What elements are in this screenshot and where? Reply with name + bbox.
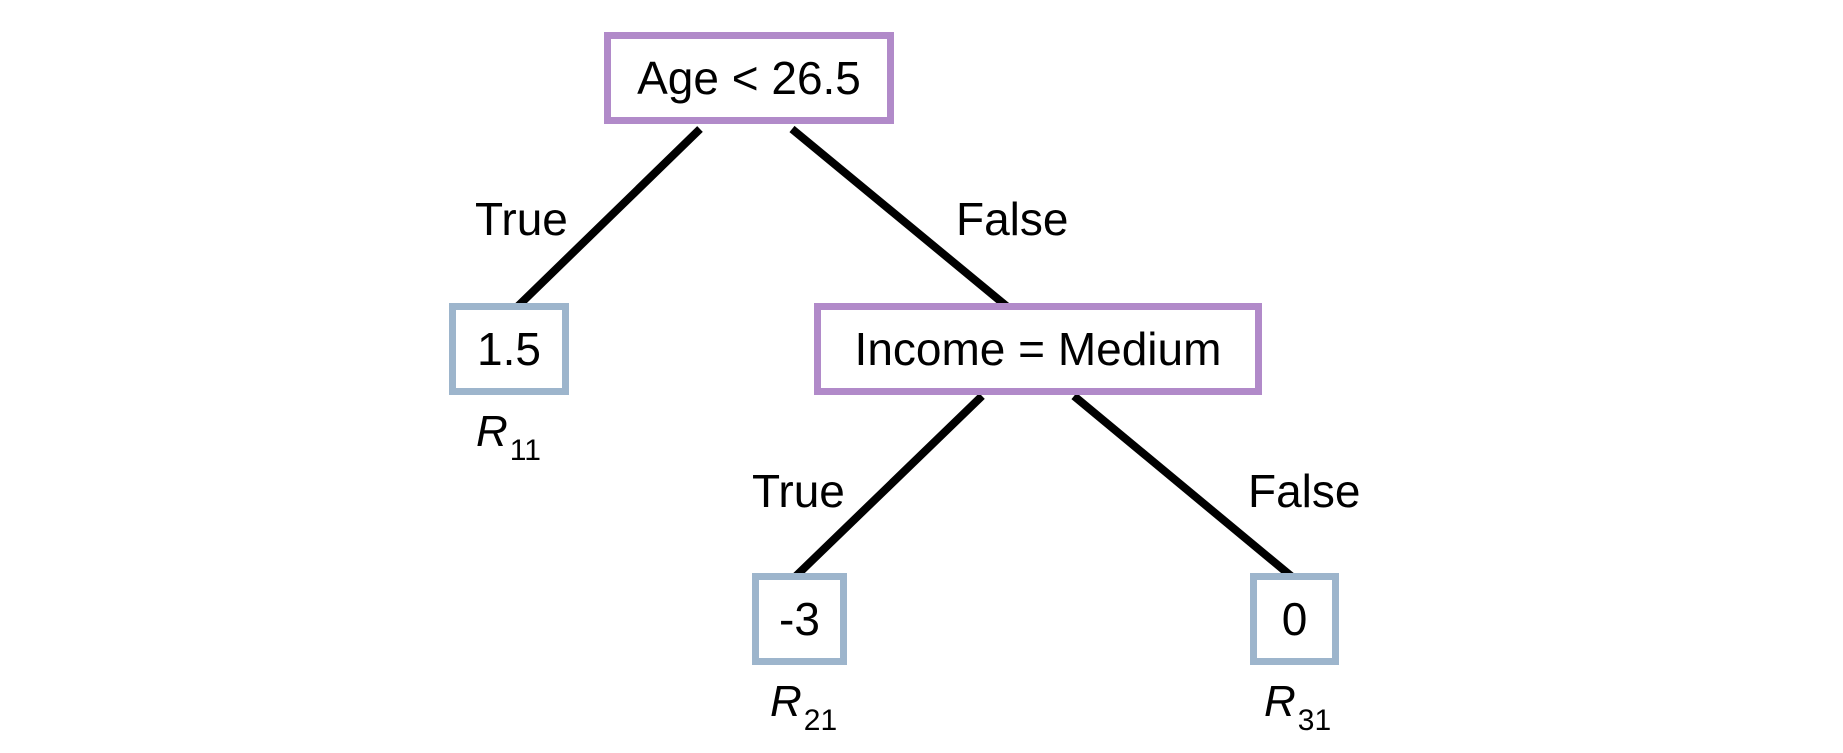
region-label-r31: R31 — [1264, 677, 1331, 736]
edge-income-to-leaf-right — [1071, 392, 1294, 580]
leaf-r11-value: 1.5 — [477, 323, 541, 375]
region-r11-symbol: R — [476, 407, 508, 456]
region-r11-subscript: 11 — [509, 434, 541, 467]
region-r21-symbol: R — [770, 677, 802, 726]
leaf-node-r21: -3 — [752, 573, 847, 665]
root-condition-text: Age < 26.5 — [637, 52, 861, 104]
region-label-r11: R11 — [476, 407, 541, 466]
income-condition-text: Income = Medium — [854, 323, 1222, 375]
leaf-node-r11: 1.5 — [449, 303, 569, 395]
leaf-node-r31: 0 — [1250, 573, 1339, 665]
edge-root-to-income-node — [789, 125, 1013, 313]
root-split-node: Age < 26.5 — [604, 32, 894, 124]
region-r31-symbol: R — [1264, 677, 1296, 726]
edge-income-to-leaf-mid — [793, 393, 985, 579]
root-false-label: False — [956, 193, 1069, 245]
leaf-r21-value: -3 — [779, 593, 820, 645]
region-label-r21: R21 — [770, 677, 837, 736]
leaf-r31-value: 0 — [1281, 593, 1308, 645]
income-true-label: True — [752, 465, 845, 517]
income-false-label: False — [1248, 465, 1361, 517]
region-r31-subscript: 31 — [1297, 704, 1332, 737]
root-true-label: True — [475, 193, 568, 245]
region-r21-subscript: 21 — [803, 704, 838, 737]
income-split-node: Income = Medium — [814, 303, 1262, 395]
edge-root-to-leaf-left — [512, 126, 703, 312]
